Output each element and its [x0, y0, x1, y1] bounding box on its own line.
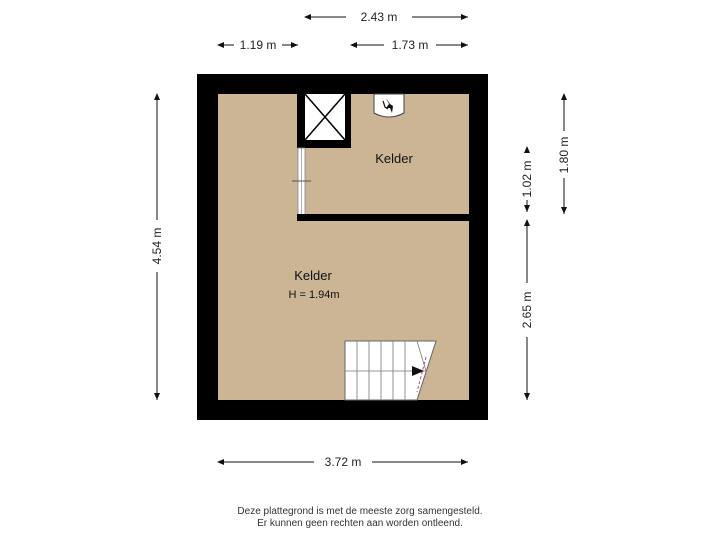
- dimension-top-total-label: 2.43 m: [361, 10, 398, 24]
- disclaimer: Deze plattegrond is met de meeste zorg s…: [0, 506, 720, 530]
- inner-wall: [297, 214, 469, 221]
- dimension-top-right-label: 1.73 m: [392, 38, 429, 52]
- dimension-top-left-label: 1.19 m: [240, 38, 277, 52]
- dimension-bottom-width: 3.72 m: [217, 455, 468, 469]
- boiler-icon: [373, 93, 405, 118]
- room-height-main: H = 1.94m: [288, 289, 339, 301]
- dimension-bottom-width-label: 3.72 m: [325, 455, 362, 469]
- dimension-top-total: 2.43 m: [304, 10, 468, 24]
- dimension-top-left: 1.19 m: [217, 38, 298, 52]
- dimension-right-outer-label: 1.80 m: [557, 137, 571, 174]
- dimension-right-upper: 1.02 m: [520, 146, 534, 212]
- dimension-top-right: 1.73 m: [350, 38, 468, 52]
- dimension-left-height: 4.54 m: [150, 93, 164, 400]
- stairs-arrow-icon: [412, 366, 424, 376]
- room-label-upper: Kelder: [375, 151, 413, 166]
- stairs: [344, 340, 437, 401]
- room-label-main: Kelder: [294, 268, 332, 283]
- dimension-left-height-label: 4.54 m: [150, 228, 164, 265]
- dimension-right-upper-label: 1.02 m: [520, 161, 534, 198]
- shaft-icon: [297, 88, 351, 148]
- disclaimer-line-1: Deze plattegrond is met de meeste zorg s…: [237, 506, 483, 517]
- dimension-right-lower: 2.65 m: [520, 219, 534, 400]
- disclaimer-line-2: Er kunnen geen rechten aan worden ontlee…: [257, 518, 463, 529]
- dimension-right-outer: 1.80 m: [557, 93, 571, 214]
- dimension-right-lower-label: 2.65 m: [520, 292, 534, 329]
